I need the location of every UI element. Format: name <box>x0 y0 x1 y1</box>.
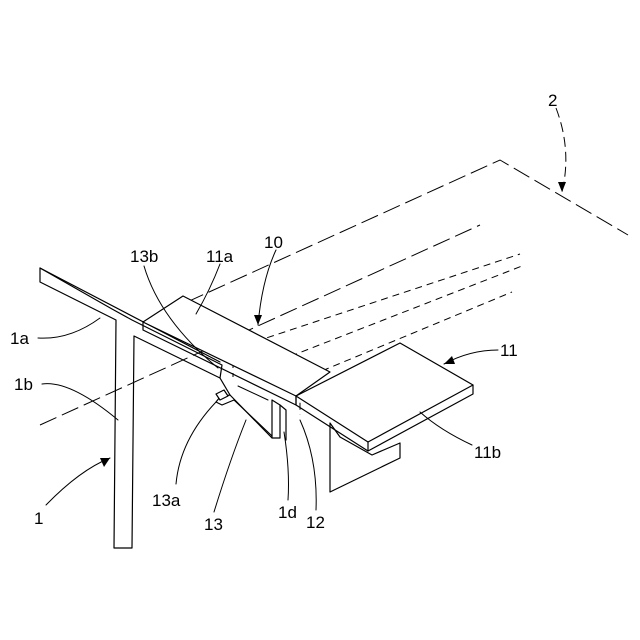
plate-11b-top <box>296 343 473 442</box>
leader-10 <box>258 250 276 325</box>
label-2: 2 <box>548 91 557 110</box>
leader-12 <box>300 420 316 510</box>
leader-13 <box>214 420 246 512</box>
leader-11b <box>420 412 472 445</box>
clip-hook-13a <box>216 390 228 400</box>
label-12: 12 <box>306 513 325 532</box>
plate-11a-top <box>143 296 330 396</box>
body-inner-line-1 <box>233 254 520 349</box>
arrowhead-2 <box>558 182 566 192</box>
label-13a: 13a <box>152 491 181 510</box>
label-11b: 11b <box>474 443 501 462</box>
label-1a: 1a <box>10 329 29 348</box>
label-1d: 1d <box>278 503 297 522</box>
leader-2 <box>556 108 566 192</box>
clip-vertical-12 <box>280 405 286 440</box>
plate-11a <box>143 296 330 405</box>
label-1: 1 <box>34 509 43 528</box>
label-10: 10 <box>264 233 283 252</box>
label-11a: 11a <box>206 247 234 266</box>
leader-1d <box>284 432 289 500</box>
label-13b: 13b <box>130 247 158 266</box>
label-11: 11 <box>500 341 518 360</box>
leader-13a <box>176 402 216 484</box>
arrowhead-1 <box>100 458 110 467</box>
arrowhead-10 <box>254 315 262 325</box>
leader-1 <box>46 458 110 505</box>
clip-body <box>220 378 280 438</box>
leader-1a <box>38 318 100 338</box>
arrowhead-11 <box>444 356 455 364</box>
clip-inner-edge <box>238 386 268 400</box>
label-1b: 1b <box>14 375 33 394</box>
clip-13 <box>216 378 286 440</box>
body-top-edge <box>143 160 628 322</box>
plate-11b <box>296 343 473 451</box>
leader-1b <box>42 384 118 420</box>
label-13: 13 <box>204 515 223 534</box>
